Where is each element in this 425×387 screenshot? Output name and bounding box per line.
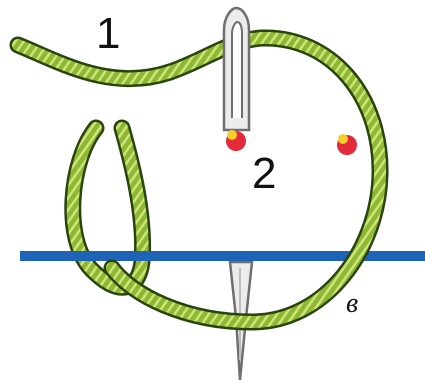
needle-eye [224, 8, 249, 130]
label-letter: в [346, 290, 358, 318]
label-2: 2 [252, 152, 276, 196]
point-left [226, 130, 246, 151]
point-right [337, 134, 357, 155]
label-1: 1 [96, 12, 120, 56]
